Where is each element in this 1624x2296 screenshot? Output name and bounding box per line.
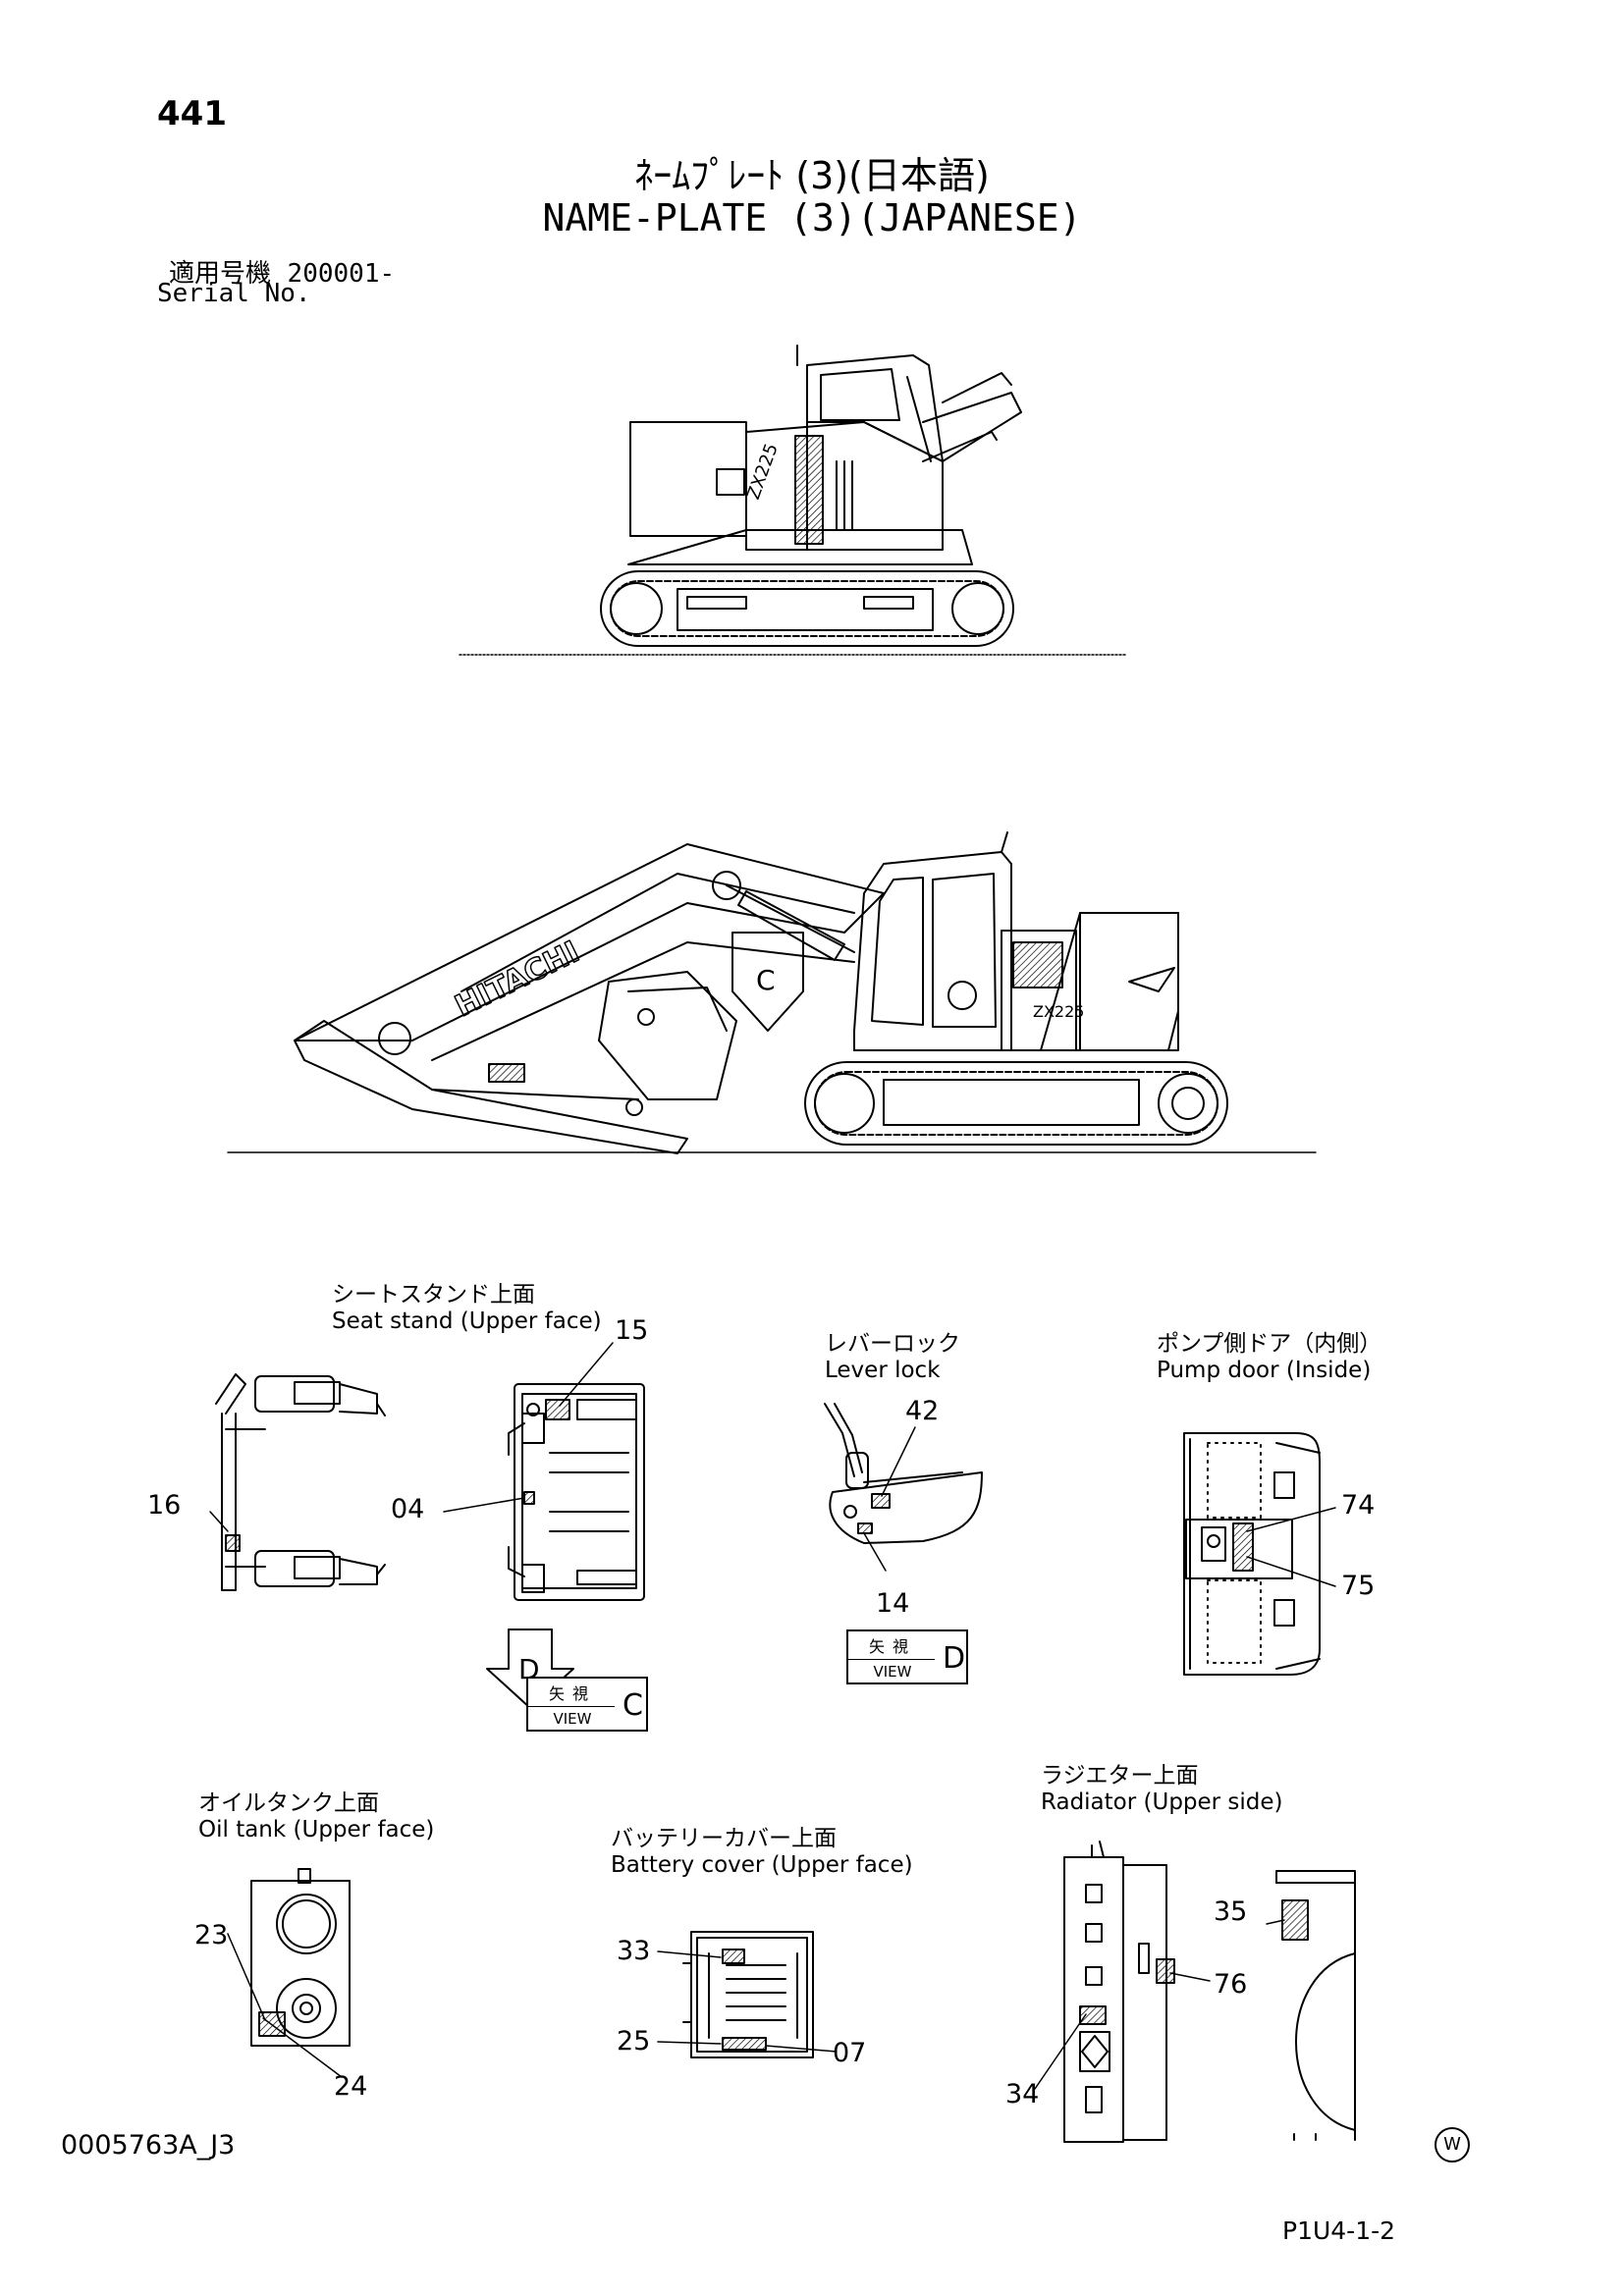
watermark-circle: W (1435, 2127, 1470, 2163)
caption-radiator: ラジエター上面 Radiator (Upper side) (1041, 1763, 1283, 1816)
callout-23: 23 (194, 1920, 229, 1950)
serial-label-jp: 適用号機 (169, 259, 272, 289)
callout-15: 15 (615, 1315, 649, 1346)
callout-25: 25 (617, 2026, 651, 2056)
view-c-en: VIEW (553, 1710, 592, 1728)
caption-seat-stand-en: Seat stand (Upper face) (332, 1308, 602, 1334)
view-d-jp: 矢視 (868, 1637, 916, 1656)
view-d-letter: D (943, 1641, 966, 1676)
caption-battery-cover-jp: バッテリーカバー上面 (611, 1826, 837, 1851)
model-badge-front: ZX225 (1033, 1002, 1084, 1021)
caption-oil-tank-en: Oil tank (Upper face) (198, 1817, 435, 1842)
caption-battery-cover-en: Battery cover (Upper face) (611, 1852, 913, 1878)
view-c-jp: 矢視 (548, 1684, 596, 1703)
view-d-divider (848, 1659, 935, 1660)
callout-24: 24 (334, 2071, 368, 2102)
view-d-en: VIEW (873, 1663, 912, 1681)
caption-pump-door-jp: ポンプ側ドア（内側） (1157, 1331, 1382, 1357)
serial-label-en: Serial No. (157, 279, 311, 308)
pump-door-drawing (1183, 1432, 1336, 1676)
caption-pump-door-en: Pump door (Inside) (1157, 1358, 1372, 1383)
view-c-divider (528, 1706, 615, 1707)
caption-oil-tank: オイルタンク上面 Oil tank (Upper face) (198, 1790, 434, 1843)
title-english: NAME-PLATE (3)(JAPANESE) (542, 196, 1082, 240)
radiator-drawing (1034, 1841, 1356, 2143)
caption-radiator-jp: ラジエター上面 (1041, 1763, 1199, 1789)
callout-42: 42 (905, 1396, 940, 1426)
caption-battery-cover: バッテリーカバー上面 Battery cover (Upper face) (611, 1826, 913, 1879)
view-c-box: 矢視 VIEW C (526, 1677, 648, 1732)
callout-04: 04 (391, 1494, 425, 1524)
callout-34: 34 (1005, 2079, 1040, 2109)
caption-pump-door: ポンプ側ドア（内側） Pump door (Inside) (1157, 1331, 1381, 1384)
lever-lock-drawing (824, 1403, 983, 1572)
caption-lever-lock-en: Lever lock (825, 1358, 941, 1383)
page-number: 441 (157, 94, 227, 133)
caption-lever-lock-jp: レバーロック (825, 1331, 960, 1357)
caption-seat-stand-jp: シートスタンド上面 (332, 1282, 535, 1308)
serial-row-jp: 適用号機 200001- (169, 253, 395, 290)
caption-radiator-en: Radiator (Upper side) (1041, 1789, 1283, 1815)
caption-lever-lock: レバーロック Lever lock (825, 1331, 960, 1384)
callout-14: 14 (876, 1588, 910, 1619)
callout-33: 33 (617, 1936, 651, 1966)
caption-seat-stand: シートスタンド上面 Seat stand (Upper face) (332, 1282, 602, 1335)
seat-stand-drawing (209, 1342, 645, 1709)
title-japanese: ﾈｰﾑﾌﾟﾚｰﾄ (3)(日本語) (634, 154, 990, 197)
oil-tank-drawing (227, 1868, 351, 2078)
callout-35: 35 (1214, 1896, 1248, 1927)
callout-76: 76 (1214, 1969, 1248, 2000)
callout-74: 74 (1341, 1490, 1376, 1521)
serial-value: 200001- (287, 259, 396, 289)
document-id: 0005763A_J3 (61, 2130, 236, 2161)
excavator-working-view: HITACHI C ZX225 (227, 831, 1317, 1154)
page-id: P1U4-1-2 (1282, 2216, 1396, 2245)
view-c-letter: C (623, 1688, 643, 1723)
view-d-box: 矢視 VIEW D (846, 1629, 968, 1684)
excavator-side-view: ZX225 (459, 345, 1126, 656)
view-c-arrow-label: C (756, 964, 776, 996)
boom-brand-text: HITACHI (450, 934, 585, 1024)
caption-oil-tank-jp: オイルタンク上面 (198, 1790, 379, 1816)
callout-75: 75 (1341, 1571, 1376, 1601)
callout-07: 07 (833, 2038, 867, 2068)
callout-16: 16 (147, 1490, 182, 1521)
model-badge-side: ZX225 (743, 441, 783, 503)
battery-cover-drawing (657, 1931, 838, 2058)
